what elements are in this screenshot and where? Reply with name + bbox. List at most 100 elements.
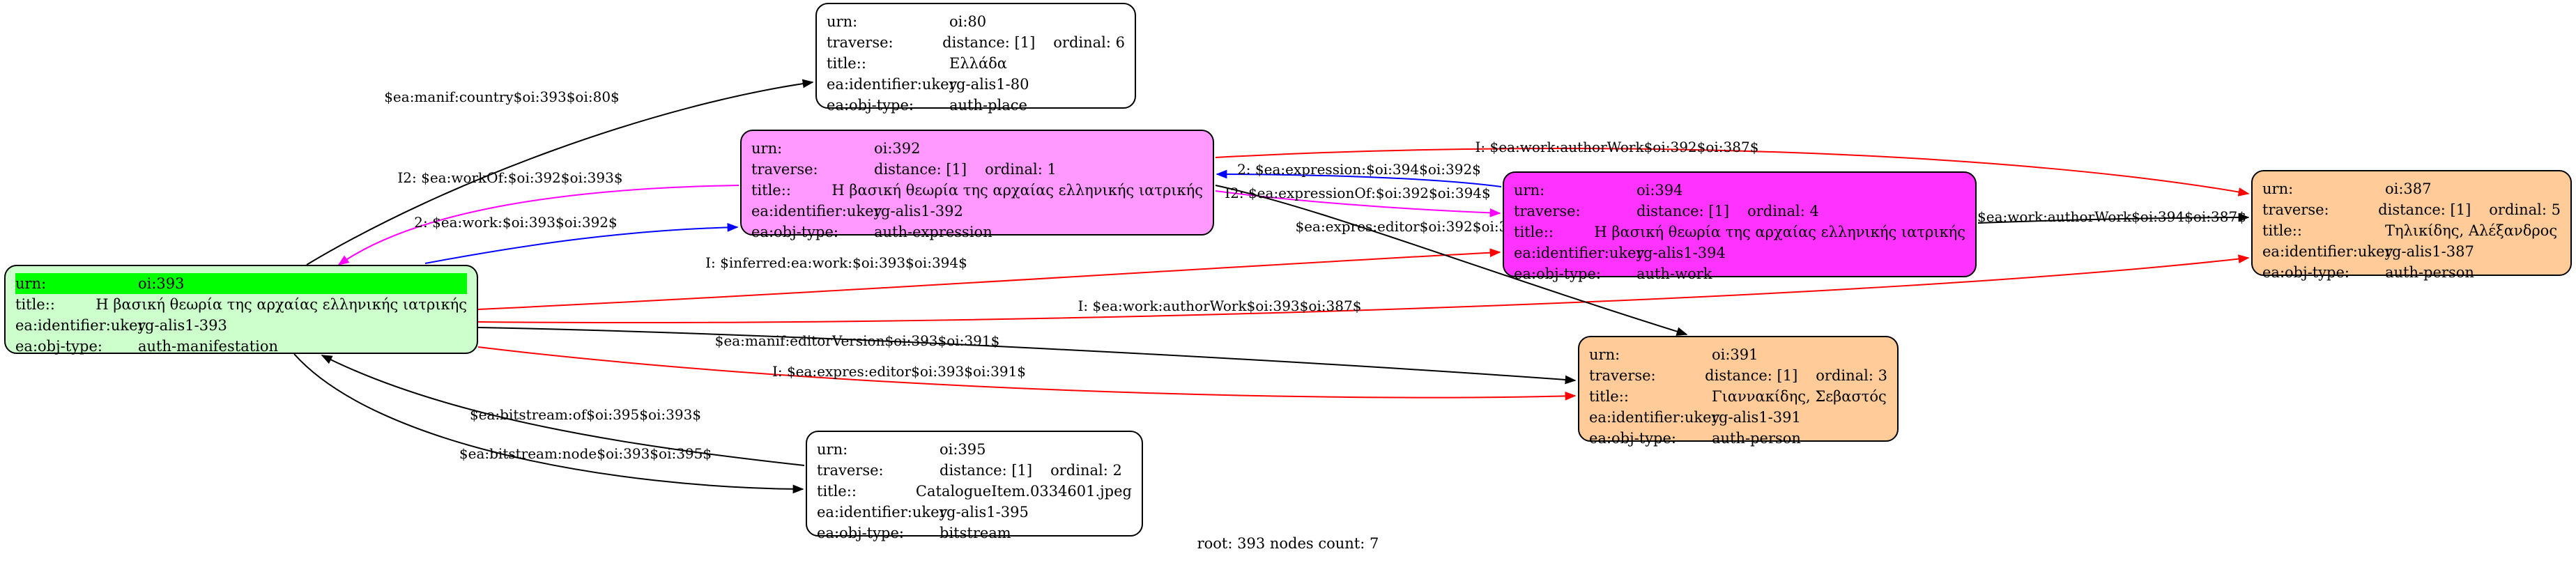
node-field-row: ea:obj-type:auth-manifestation	[15, 336, 467, 357]
field-value: oi:395	[940, 441, 986, 458]
node-field-row: title::Η βασική θεωρία της αρχαίας ελλην…	[751, 180, 1203, 201]
field-ordinal: ordinal: 6	[1053, 34, 1125, 51]
graph-footer: root: 393 nodes count: 7	[1197, 535, 1379, 552]
field-key: ea:obj-type:	[1589, 430, 1676, 447]
field-key: ea:identifier:ukey	[15, 317, 146, 334]
field-key: ea:obj-type:	[2262, 264, 2349, 281]
edge-label: $ea:bitstream:of$oi:395$oi:393$	[470, 406, 701, 423]
node-field-row: title::Τηλικίδης, Αλέξανδρος	[2262, 220, 2561, 241]
edge-line	[1215, 148, 2250, 196]
node-field-row: traverse:distance: [1]ordinal: 6	[827, 32, 1125, 53]
field-key: urn:	[827, 13, 858, 30]
node-field-row: title::Η βασική θεωρία της αρχαίας ελλην…	[1514, 222, 1965, 242]
field-key: traverse:	[1589, 367, 1656, 384]
edge-label: I2: $ea:expressionOf:$oi:392$oi:394$	[1225, 185, 1491, 201]
field-value: CatalogueItem.0334601.jpeg	[915, 483, 1132, 500]
field-value: distance: [1]	[874, 161, 967, 178]
field-value: auth-work	[1636, 265, 1712, 282]
field-value: auth-place	[949, 97, 1027, 114]
edge-label: I2: $ea:workOf:$oi:392$oi:393$	[397, 169, 622, 186]
edge-label: $ea:bitstream:node$oi:393$oi:395$	[459, 445, 712, 462]
node-field-row: ea:obj-type: bitstream	[817, 523, 1132, 543]
field-value: distance: [1]	[1705, 367, 1798, 384]
node-field-row: ea:obj-type:auth-person	[2262, 262, 2561, 283]
node-oi394[interactable]: urn: oi:394 traverse:distance: [1]ordinal:…	[1503, 171, 1977, 282]
node-field-row: traverse:distance: [1]ordinal: 4	[1514, 201, 1965, 222]
field-value: rg-alis1-80	[949, 76, 1029, 93]
edge-line	[1216, 169, 1502, 187]
edge-label: $ea:manif:country$oi:393$oi:80$	[384, 88, 620, 105]
edge-line	[477, 327, 1577, 385]
node-field-row: urn:oi:393	[15, 273, 467, 294]
node-field-row: urn: oi:392	[751, 138, 1203, 159]
edge-label: 2: $ea:work:$oi:393$oi:392$	[414, 214, 618, 231]
edge-label: I: $ea:work:authorWork$oi:392$oi:387$	[1475, 139, 1759, 155]
field-value: Η βασική θεωρία της αρχαίας ελληνικής ια…	[831, 182, 1203, 199]
node-field-row: traverse:distance: [1]ordinal: 3	[1589, 365, 1887, 386]
field-ordinal: ordinal: 5	[2489, 201, 2561, 218]
field-ordinal: ordinal: 1	[985, 161, 1057, 178]
field-key: urn:	[817, 441, 848, 458]
edge-label: I: $ea:work:authorWork$oi:393$oi:387$	[1078, 298, 1362, 314]
node-field-row: title::CatalogueItem.0334601.jpeg	[817, 481, 1132, 502]
edge-label: $ea:expres:editor$oi:392$oi:391$	[1295, 218, 1534, 235]
field-value: bitstream	[940, 525, 1011, 541]
field-value: auth-expression	[874, 224, 992, 240]
field-value: oi:387	[2385, 180, 2432, 197]
field-key: title::	[2262, 222, 2302, 239]
edge-line	[306, 79, 814, 265]
field-key: ea:obj-type:	[751, 224, 838, 240]
field-key: ea:identifier:ukey	[2262, 243, 2393, 260]
field-key: ea:obj-type:	[15, 338, 102, 355]
node-field-row: urn: oi:394	[1514, 180, 1965, 201]
field-value: rg-alis1-394	[1636, 245, 1726, 261]
field-value: distance: [1]	[2378, 201, 2471, 218]
node-field-row: traverse:distance: [1]ordinal: 5	[2262, 199, 2561, 220]
field-value: rg-alis1-391	[1712, 409, 1801, 426]
field-key: ea:obj-type:	[827, 97, 914, 114]
edge-line	[1977, 213, 2250, 224]
field-key: ea:identifier:ukey	[1514, 245, 1645, 261]
field-value: rg-alis1-395	[940, 504, 1029, 520]
edge-line	[293, 353, 804, 494]
node-field-row: ea:obj-type: auth-person	[1589, 428, 1887, 449]
field-key: title::	[1514, 224, 1554, 240]
field-key: traverse:	[827, 34, 894, 51]
field-key: ea:identifier:ukey	[817, 504, 948, 520]
field-key: ea:obj-type:	[817, 525, 904, 541]
field-key: title::	[817, 483, 857, 500]
node-field-row: traverse:distance: [1]ordinal: 1	[751, 159, 1203, 180]
field-key: urn:	[1514, 182, 1545, 199]
edge-line	[424, 222, 739, 264]
field-value: oi:392	[874, 140, 921, 157]
edge-label: $ea:manif:editorVersion$oi:393$oi:391$	[715, 332, 1000, 349]
edge-line	[1215, 190, 1501, 217]
field-key: urn:	[2262, 180, 2294, 197]
field-key: title::	[751, 182, 791, 199]
field-value: Ελλάδα	[949, 55, 1007, 72]
field-ordinal: ordinal: 2	[1050, 462, 1122, 479]
field-value: auth-person	[1712, 430, 1801, 447]
field-value: oi:394	[1636, 182, 1683, 199]
edge-line	[337, 185, 739, 265]
edge-label: I: $inferred:ea:work:$oi:393$oi:394$	[705, 254, 967, 271]
edge-layer: $ea:manif:country$oi:393$oi:80$ I2: $ea:w…	[293, 79, 2250, 494]
edge-line	[477, 254, 2250, 324]
field-value: Γιαννακίδης, Σεβαστός	[1712, 388, 1887, 405]
field-key: title::	[1589, 388, 1629, 405]
field-key: urn:	[751, 140, 783, 157]
edge-label: $ea:work:authorWork$oi:394$oi:387$	[1977, 208, 2246, 225]
node-field-row: title::Ελλάδα	[827, 53, 1125, 74]
edge-line	[321, 355, 805, 466]
node-field-row: ea:obj-type: auth-place	[827, 95, 1125, 116]
field-value: rg-alis1-392	[874, 203, 963, 219]
